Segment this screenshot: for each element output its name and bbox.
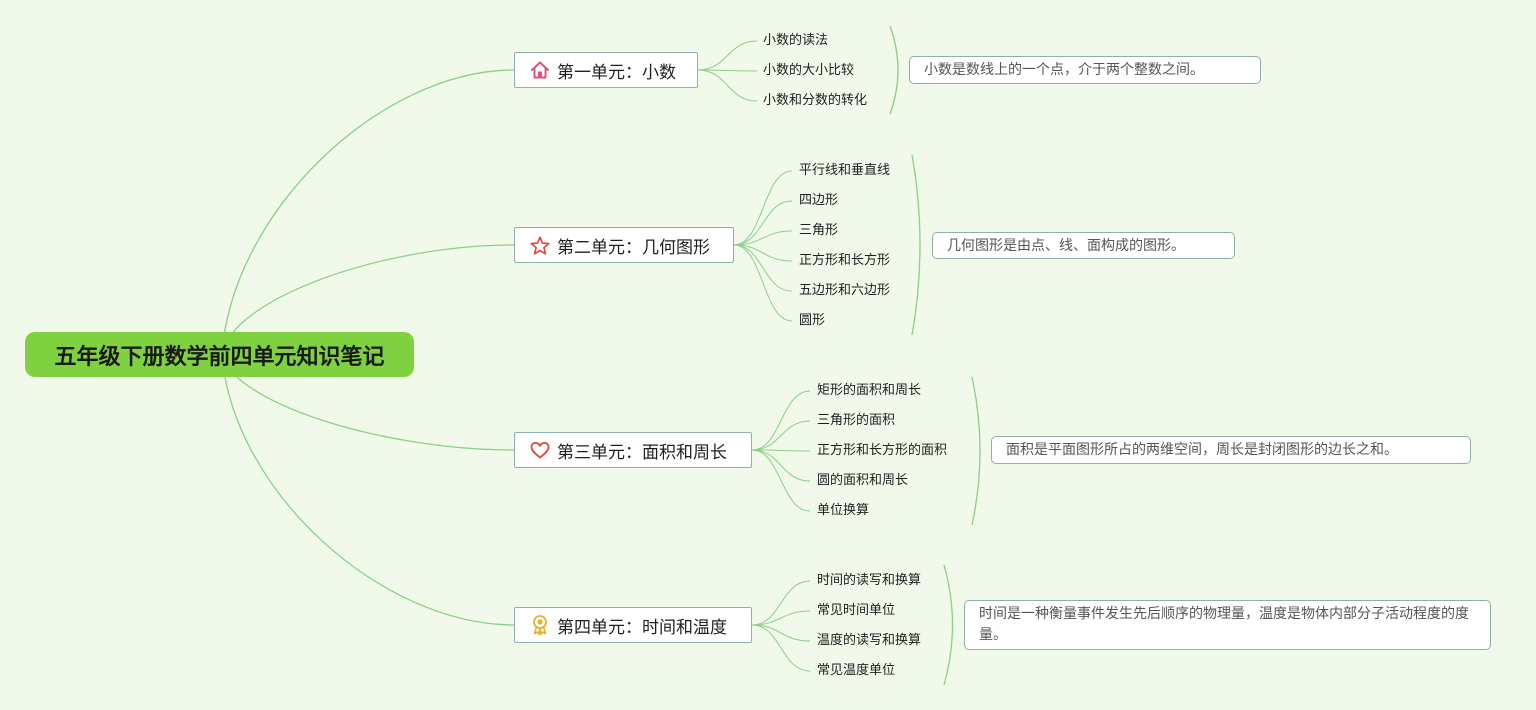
unit-node-3[interactable]: 第三单元：面积和周长 [514, 432, 752, 468]
house-icon [529, 59, 551, 81]
topic-2-4[interactable]: 正方形和长方形 [799, 253, 891, 268]
unit-label-4: 第四单元：时间和温度 [557, 617, 727, 638]
unit-node-1[interactable]: 第一单元：小数 [514, 52, 698, 88]
topic-4-4[interactable]: 常见温度单位 [817, 663, 896, 678]
topic-2-2[interactable]: 四边形 [799, 193, 839, 208]
topic-3-5[interactable]: 单位换算 [817, 503, 870, 518]
root-node[interactable]: 五年级下册数学前四单元知识笔记 [25, 332, 414, 377]
topic-1-2[interactable]: 小数的大小比较 [763, 63, 855, 78]
unit-node-2[interactable]: 第二单元：几何图形 [514, 227, 734, 263]
topic-4-1[interactable]: 时间的读写和换算 [817, 573, 922, 588]
medal-icon [529, 614, 551, 636]
topic-3-4[interactable]: 圆的面积和周长 [817, 473, 909, 488]
summary-4[interactable]: 时间是一种衡量事件发生先后顺序的物理量，温度是物体内部分子活动程度的度量。 [964, 600, 1491, 650]
summary-2[interactable]: 几何图形是由点、线、面构成的图形。 [932, 232, 1235, 259]
topic-2-5[interactable]: 五边形和六边形 [799, 283, 891, 298]
topic-1-1[interactable]: 小数的读法 [763, 33, 829, 48]
unit-label-3: 第三单元：面积和周长 [557, 442, 727, 463]
topic-4-2[interactable]: 常见时间单位 [817, 603, 896, 618]
topic-3-2[interactable]: 三角形的面积 [817, 413, 896, 428]
topic-2-1[interactable]: 平行线和垂直线 [799, 163, 891, 178]
topic-4-3[interactable]: 温度的读写和换算 [817, 633, 922, 648]
unit-node-4[interactable]: 第四单元：时间和温度 [514, 607, 752, 643]
summary-1[interactable]: 小数是数线上的一个点，介于两个整数之间。 [909, 56, 1261, 84]
star-icon [529, 234, 551, 256]
topic-2-6[interactable]: 圆形 [799, 313, 826, 328]
topic-3-1[interactable]: 矩形的面积和周长 [817, 383, 922, 398]
summary-3[interactable]: 面积是平面图形所占的两维空间，周长是封闭图形的边长之和。 [991, 436, 1471, 464]
topic-1-3[interactable]: 小数和分数的转化 [763, 93, 868, 108]
unit-label-2: 第二单元：几何图形 [557, 237, 710, 258]
unit-label-1: 第一单元：小数 [557, 62, 676, 83]
heart-icon [529, 439, 551, 461]
topic-2-3[interactable]: 三角形 [799, 223, 839, 238]
topic-3-3[interactable]: 正方形和长方形的面积 [817, 443, 948, 458]
